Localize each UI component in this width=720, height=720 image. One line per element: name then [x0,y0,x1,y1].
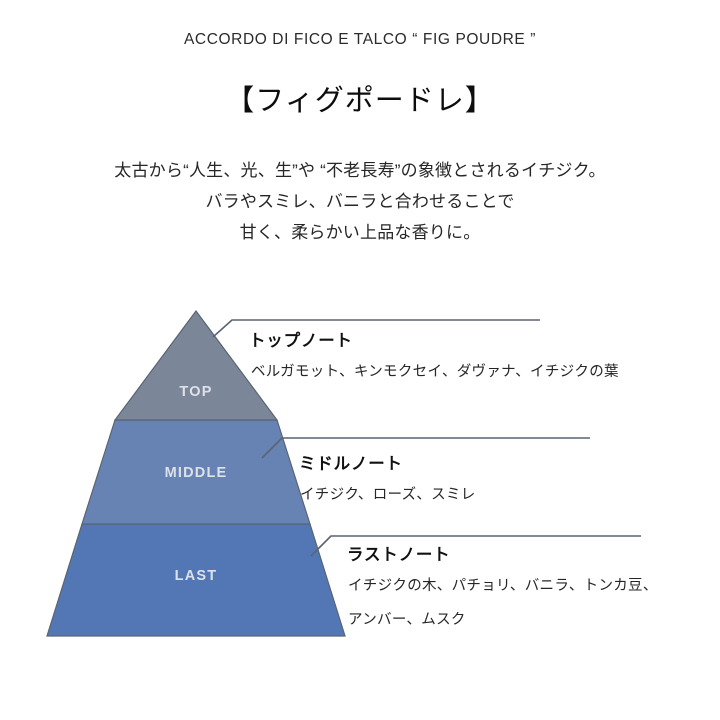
note-body-middle-line-1: イチジク、ローズ、スミレ [300,487,476,503]
note-block-last: ラストノート イチジクの木、パチョリ、バニラ、トンカ豆、 アンバー、ムスク [347,541,658,633]
pyramid-label-top: TOP [179,384,213,400]
accord-subtitle: ACCORDO DI FICO E TALCO “ FIG POUDRE ” [183,31,537,48]
pyramid-label-last: LAST [174,568,218,584]
description-line-3: 甘く、柔らかい上品な香りに。 [239,223,481,242]
description-line-1: 太古から“人生、光、生”や “不老長寿”の象徴とされるイチジク。 [114,161,606,180]
note-title-middle: ミドルノート [299,455,403,473]
description-block: 太古から“人生、光、生”や “不老長寿”の象徴とされるイチジク。 バラやスミレ、… [0,155,720,248]
note-block-middle: ミドルノート イチジク、ローズ、スミレ [299,450,476,508]
note-body-last-line-1: イチジクの木、パチョリ、バニラ、トンカ豆、 [348,578,658,594]
note-body-last-line-2: アンバー、ムスク [348,612,466,628]
pyramid-label-middle: MIDDLE [164,465,228,481]
note-title-last: ラストノート [347,546,451,564]
page-title: 【フィグポードレ】 [225,85,495,117]
description-line-2: バラやスミレ、バニラと合わせることで [205,192,515,211]
note-title-top: トップノート [249,332,353,350]
note-block-top: トップノート ベルガモット、キンモクセイ、ダヴァナ、イチジクの葉 [249,327,619,385]
note-body-top-line-1: ベルガモット、キンモクセイ、ダヴァナ、イチジクの葉 [251,364,619,380]
